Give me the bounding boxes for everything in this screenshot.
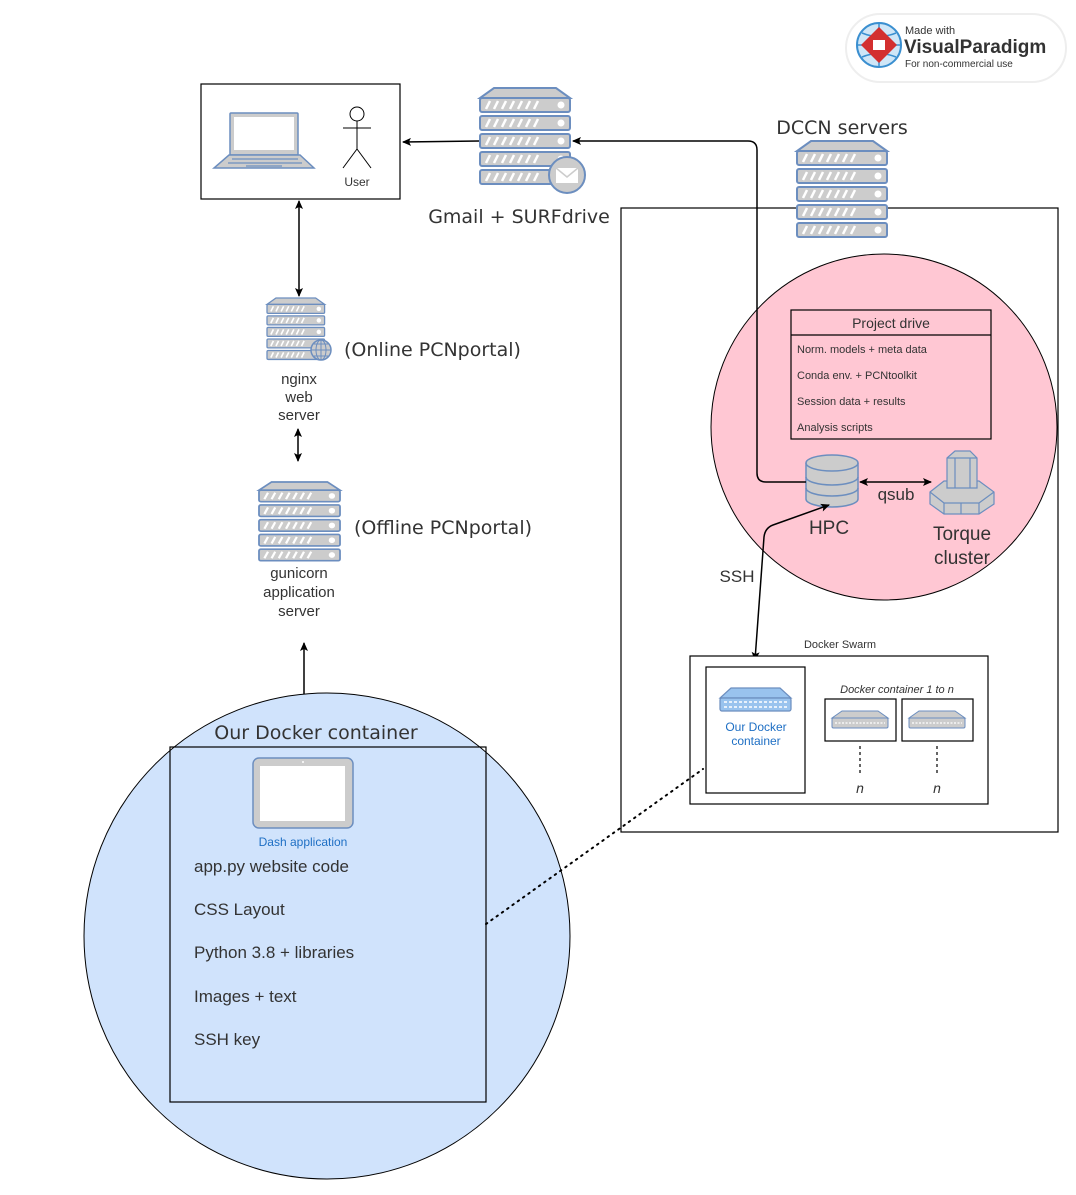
gunicorn-server-icon bbox=[259, 482, 340, 561]
qsub-label: qsub bbox=[878, 485, 915, 504]
container-item: app.py website code bbox=[194, 857, 349, 876]
container-item: Python 3.8 + libraries bbox=[194, 943, 354, 962]
project-drive-item: Conda env. + PCNtoolkit bbox=[797, 370, 917, 382]
offline-pcnportal-label: (Offline PCNportal) bbox=[354, 517, 532, 539]
project-drive-item: Norm. models + meta data bbox=[797, 344, 928, 356]
nginx-label-line3: server bbox=[278, 407, 320, 424]
our-container-label-line1: Our Docker bbox=[725, 720, 786, 734]
other-containers-title: Docker container 1 to n bbox=[840, 684, 954, 696]
nginx-label-line1: nginx bbox=[281, 371, 317, 388]
watermark-line1: Made with bbox=[905, 25, 955, 37]
gunicorn-label-line1: gunicorn bbox=[270, 565, 328, 582]
torque-label-line1: Torque bbox=[933, 524, 991, 545]
hpc-to-mail-connector bbox=[572, 137, 806, 483]
n-label: n bbox=[933, 780, 941, 796]
project-drive-title: Project drive bbox=[852, 315, 930, 331]
globe-icon bbox=[310, 339, 332, 361]
our-container-switch-icon bbox=[718, 687, 793, 712]
docker-container-title: Our Docker container bbox=[214, 722, 418, 744]
user-actor-icon bbox=[342, 106, 372, 169]
n-label: n bbox=[856, 780, 864, 796]
dash-application-label: Dash application bbox=[259, 835, 348, 849]
ssh-label: SSH bbox=[720, 567, 755, 586]
gunicorn-label-line2: application bbox=[263, 584, 335, 601]
mail-to-user-connector bbox=[402, 137, 480, 146]
ssh-connector bbox=[751, 503, 830, 661]
docker-container-circle bbox=[83, 692, 571, 1180]
torque-cluster-icon bbox=[929, 450, 995, 515]
online-pcnportal-label: (Online PCNportal) bbox=[344, 339, 521, 361]
container-item: CSS Layout bbox=[194, 900, 285, 919]
torque-label-line2: cluster bbox=[934, 548, 991, 569]
globe-logo-icon bbox=[856, 22, 902, 68]
project-drive-item: Analysis scripts bbox=[797, 422, 873, 434]
hpc-label: HPC bbox=[809, 518, 849, 539]
mail-server-label: Gmail + SURFdrive bbox=[428, 206, 610, 228]
container-item: SSH key bbox=[194, 1030, 261, 1049]
watermark-line3: For non-commercial use bbox=[905, 59, 1013, 70]
project-drive-table: Project drive Norm. models + meta data C… bbox=[790, 309, 992, 440]
container-item: Images + text bbox=[194, 987, 297, 1006]
docker-swarm-title: Docker Swarm bbox=[804, 639, 876, 651]
docker-container-node[interactable]: n bbox=[824, 698, 897, 796]
watermark-line2a: VisualParadigm bbox=[904, 37, 1046, 58]
visual-paradigm-watermark[interactable]: Made with VisualParadigm For non-commerc… bbox=[845, 13, 1067, 83]
tablet-icon bbox=[252, 757, 354, 829]
hpc-database-icon bbox=[805, 454, 859, 508]
user-label: User bbox=[344, 175, 369, 189]
mail-envelope-icon bbox=[548, 156, 586, 194]
laptop-icon bbox=[211, 112, 316, 169]
dccn-servers-title: DCCN servers bbox=[776, 117, 907, 139]
gunicorn-label-line3: server bbox=[278, 603, 320, 620]
project-drive-item: Session data + results bbox=[797, 396, 906, 408]
our-container-label-line2: container bbox=[731, 734, 780, 748]
docker-container-node[interactable]: n bbox=[901, 698, 974, 796]
nginx-label-line2: web bbox=[284, 389, 313, 406]
dccn-server-icon bbox=[797, 141, 887, 237]
container-link-dotted bbox=[485, 768, 704, 925]
